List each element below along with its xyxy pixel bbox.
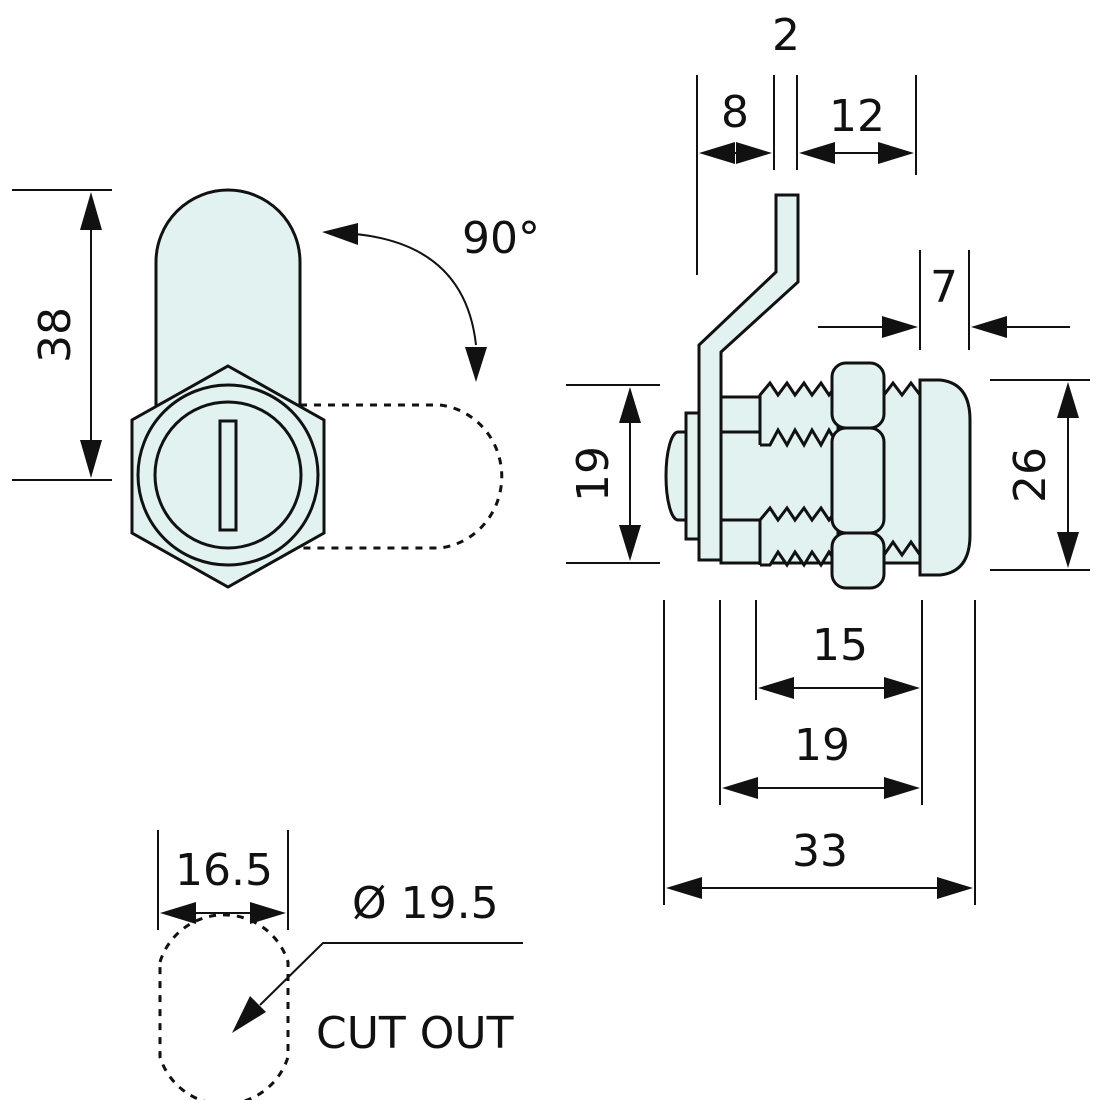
cam-offset-label: 8 xyxy=(721,87,749,138)
cam-thickness-label: 2 xyxy=(772,10,800,61)
barrel-height-dimension: 19 xyxy=(566,384,660,564)
length-dimensions: 15 19 33 xyxy=(663,600,976,905)
side-view xyxy=(664,193,972,590)
front-view xyxy=(130,188,504,589)
nut-side-middle xyxy=(830,426,886,535)
bezel-diameter-dimension: 26 xyxy=(990,379,1090,571)
rotation-indicator: 90° xyxy=(322,213,540,382)
cutout-caption: CUT OUT xyxy=(316,1008,514,1059)
cam-rotated-outline xyxy=(300,403,504,550)
key-slot xyxy=(218,419,238,532)
body-length-label: 19 xyxy=(794,720,850,771)
cutout-width-label: 16.5 xyxy=(175,845,273,896)
thread-upper xyxy=(758,378,840,451)
overall-length-label: 33 xyxy=(792,826,848,877)
bezel-thickness-label: 7 xyxy=(930,262,958,313)
thread-length-label: 15 xyxy=(812,620,868,671)
rotation-angle-label: 90° xyxy=(462,213,540,264)
barrel-height-label: 19 xyxy=(568,446,619,502)
thread-right xyxy=(882,380,922,560)
bezel-thickness-dimension: 7 xyxy=(818,250,1070,350)
bezel-head xyxy=(918,378,972,577)
cam-dimensions: 2 8 12 xyxy=(696,10,917,275)
cutout-outline xyxy=(158,913,290,1100)
thread-lower xyxy=(758,503,840,570)
cam-bar xyxy=(154,188,302,422)
bezel-diameter-label: 26 xyxy=(1005,447,1056,503)
height-dimension: 38 xyxy=(12,189,112,481)
cutout-view: 16.5 Ø 19.5 CUT OUT xyxy=(157,830,523,1100)
cam-reach-label: 12 xyxy=(829,91,885,142)
rear-collar xyxy=(684,411,701,541)
nut-side-bottom xyxy=(830,531,886,590)
nut-side-top xyxy=(830,361,886,430)
height-label: 38 xyxy=(30,307,81,363)
cutout-diameter-label: Ø 19.5 xyxy=(352,878,499,929)
